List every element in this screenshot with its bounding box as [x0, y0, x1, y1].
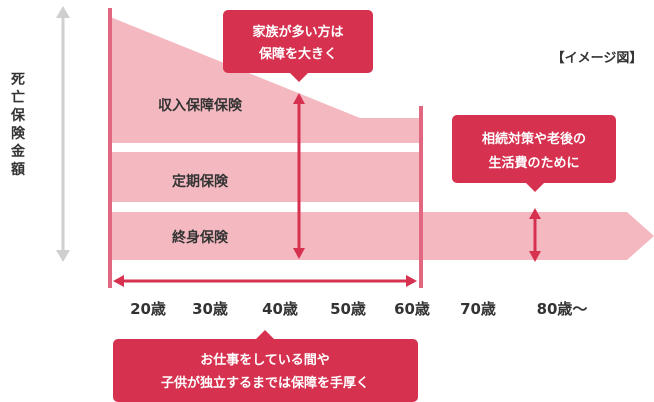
age-label-60: 60歳: [394, 300, 430, 318]
y-axis-label-char-1: 死: [10, 72, 25, 88]
age-label-50: 50歳: [330, 300, 366, 318]
whole-life-label: 終身保険: [172, 229, 229, 246]
y-axis-label-char-4: 険: [11, 125, 26, 142]
whole-life-band: [108, 212, 654, 260]
work-callout-line-1: お仕事をしている間や: [200, 352, 330, 368]
coverage-arrow-80: [529, 208, 541, 262]
y-axis-label-char-3: 保: [10, 107, 26, 124]
income-protection-band: [108, 16, 420, 143]
elderly-callout-line-2: 生活費のために: [488, 155, 579, 171]
family-callout-line-1: 家族が多い方は: [252, 24, 343, 40]
income-protection-label: 収入保障保険: [158, 97, 243, 114]
age-label-20: 20歳: [130, 300, 166, 318]
elderly-callout-line-1: 相続対策や老後の: [482, 131, 586, 147]
image-note: 【イメージ図】: [552, 50, 643, 66]
age-label-40: 40歳: [262, 300, 298, 318]
age-label-30: 30歳: [192, 300, 228, 318]
age-label-70: 70歳: [460, 300, 496, 318]
coverage-arrow-40: [293, 93, 305, 259]
y-axis-label-char-6: 額: [10, 161, 25, 178]
age-label-80-plus: 80歳〜: [537, 300, 588, 318]
family-callout-line-2: 保障を大きく: [258, 46, 337, 62]
y-axis-arrow: [56, 6, 70, 262]
working-period-arrow: [113, 275, 417, 287]
y-axis-label-char-5: 金: [10, 143, 26, 160]
term-insurance-label: 定期保険: [172, 173, 229, 190]
age-axis: 20歳 30歳 40歳 50歳 60歳 70歳 80歳〜: [130, 300, 587, 318]
term-insurance-band: [108, 152, 420, 202]
elderly-callout: 相続対策や老後の 生活費のために: [452, 115, 616, 192]
work-callout: お仕事をしている間や 子供が独立するまでは保障を手厚く: [113, 330, 418, 402]
work-callout-line-2: 子供が独立するまでは保障を手厚く: [161, 375, 369, 391]
y-axis-label-char-2: 亡: [11, 89, 25, 106]
family-callout: 家族が多い方は 保障を大きく: [223, 10, 373, 82]
y-axis-label: 死 亡 保 険 金 額: [10, 72, 26, 178]
